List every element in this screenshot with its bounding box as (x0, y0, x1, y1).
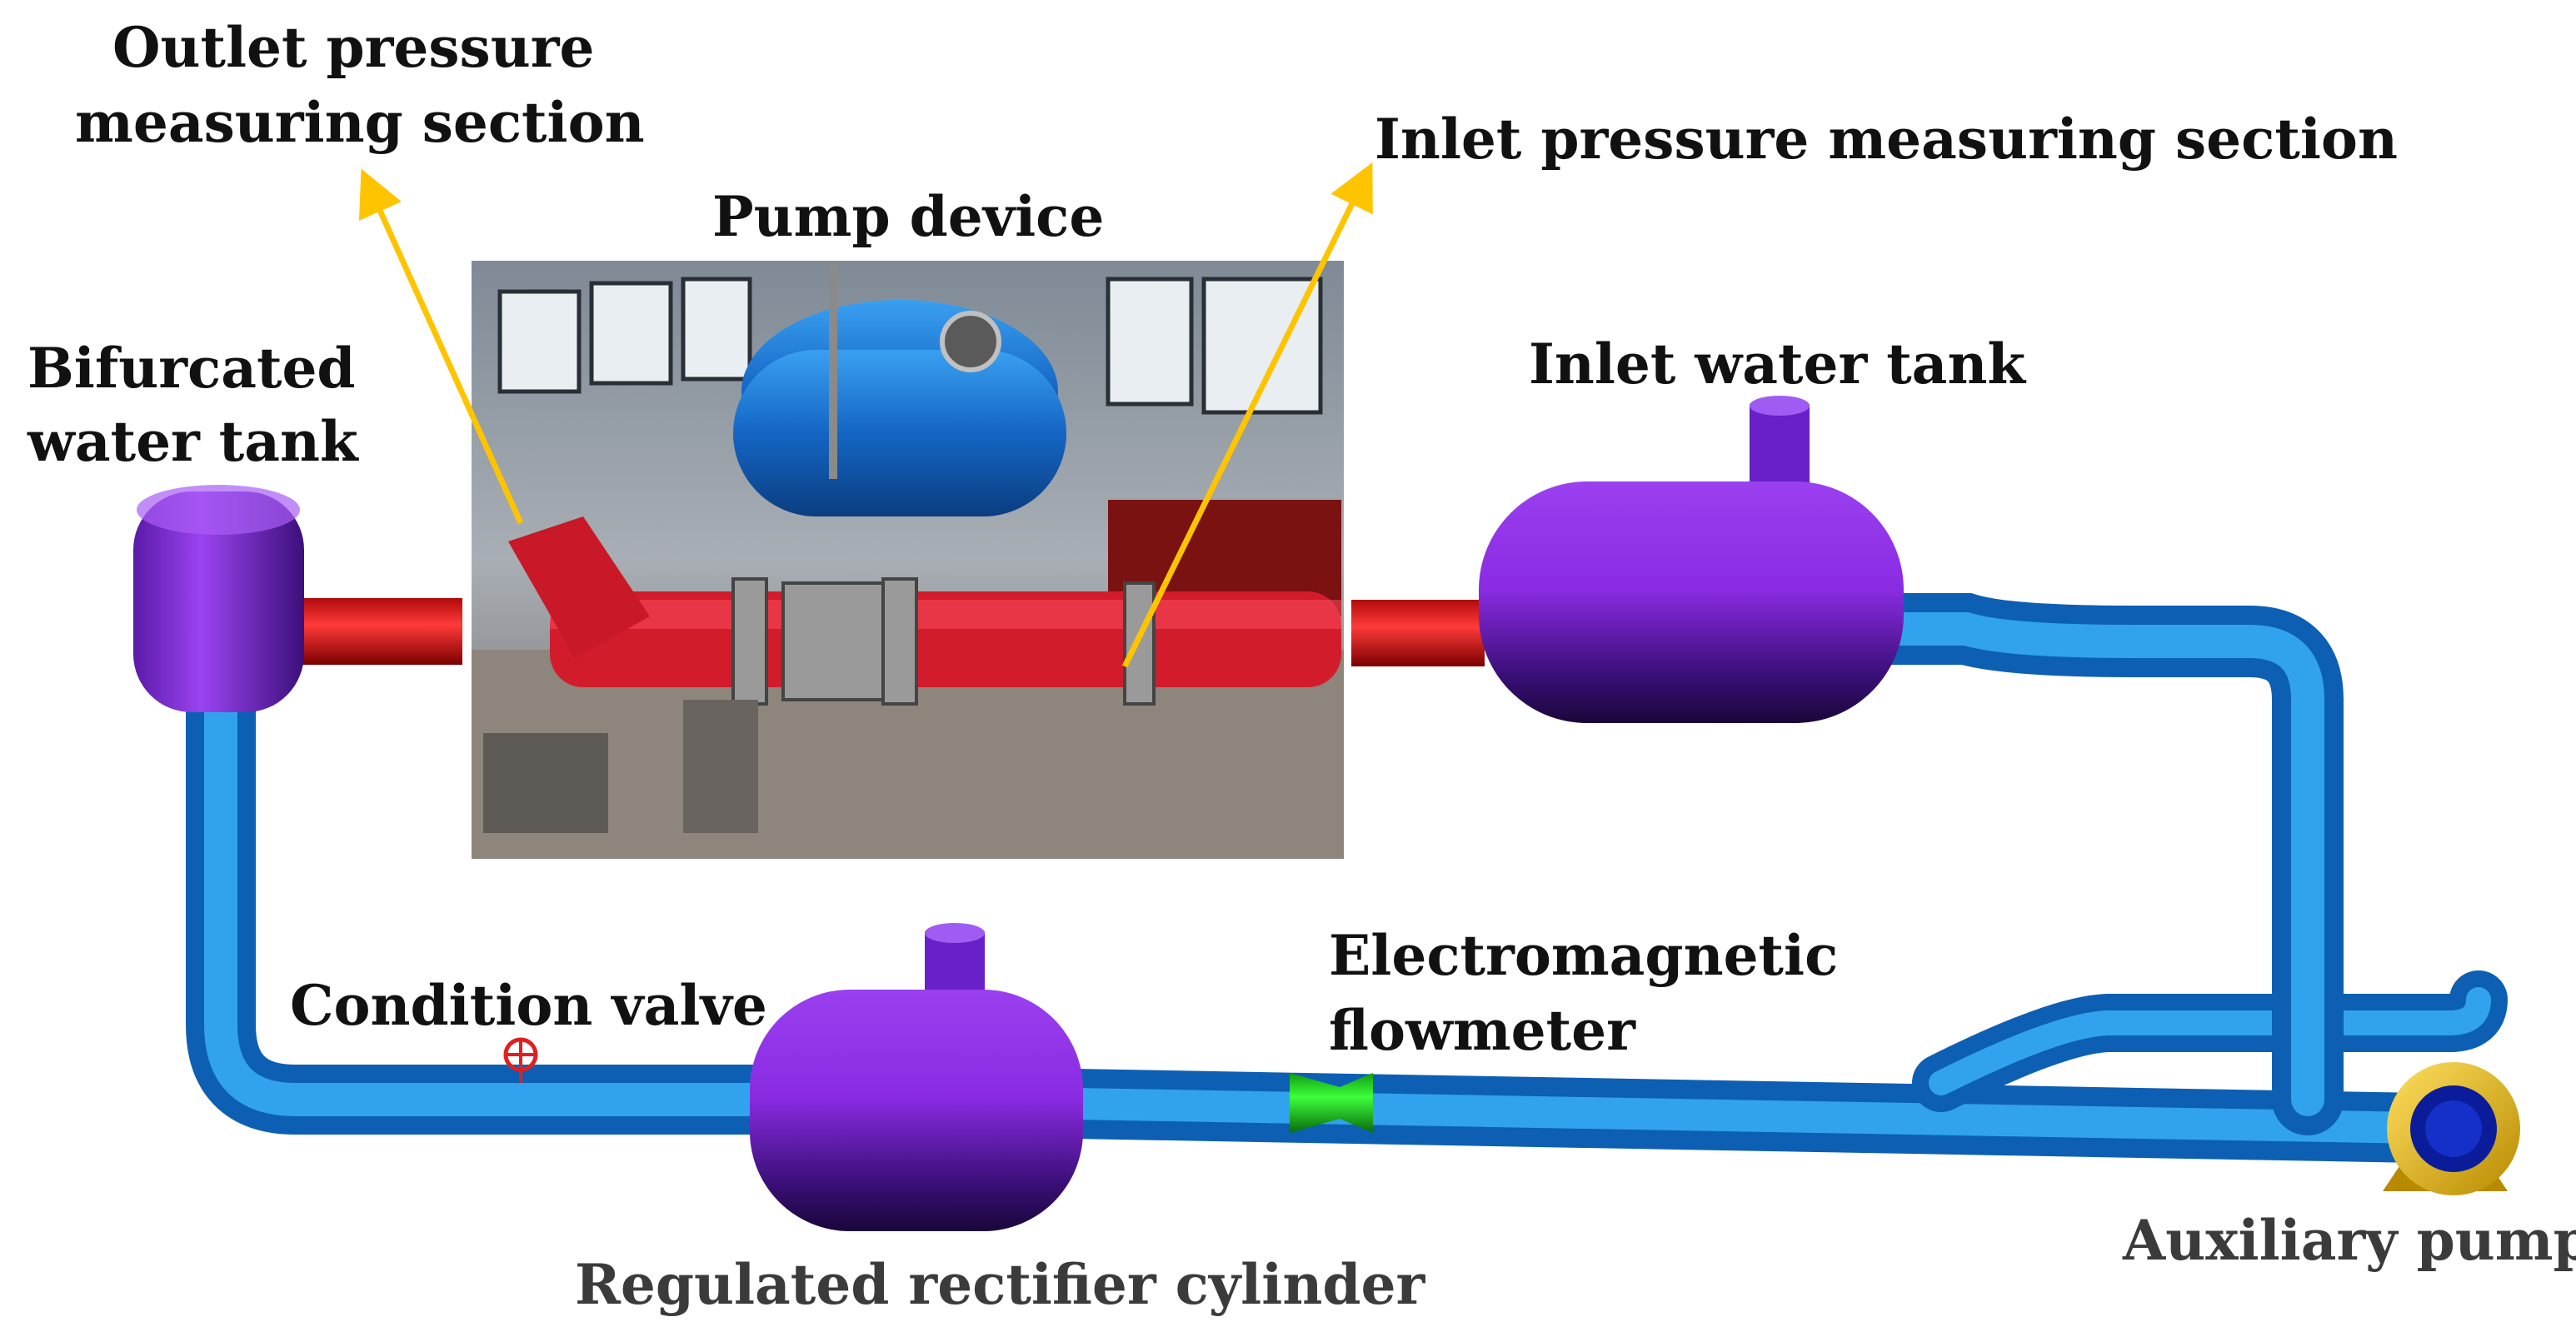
electromagnetic-flowmeter (1290, 1073, 1373, 1133)
inlet-water-tank (1479, 396, 1904, 723)
outlet-pressure-arrow (358, 168, 524, 525)
label-condition-valve: Condition valve (290, 973, 767, 1038)
label-inlet-tank: Inlet water tank (1529, 332, 2026, 397)
label-pump-device: Pump device (712, 184, 1104, 249)
label-flowmeter-line1: Electromagnetic (1329, 923, 1838, 988)
label-bifurcated-line2: water tank (27, 409, 359, 474)
label-bifurcated-line1: Bifurcated (27, 336, 356, 401)
label-aux-pump: Auxiliary pump (2122, 1208, 2576, 1273)
pump-device-photo (472, 261, 1344, 859)
bifurcated-water-tank (133, 485, 304, 712)
label-inlet-pressure: Inlet pressure measuring section (1375, 107, 2398, 172)
red-pipe-left (296, 598, 462, 665)
label-flowmeter-line2: flowmeter (1329, 998, 1636, 1063)
regulated-rectifier-cylinder (750, 923, 1083, 1231)
label-rectifier: Regulated rectifier cylinder (575, 1252, 1425, 1317)
inlet-pressure-arrow (1121, 162, 1373, 668)
condition-valve-icon (503, 1037, 538, 1083)
auxiliary-pump (2383, 1062, 2520, 1195)
red-pipe-right (1351, 600, 1485, 666)
label-outlet-line2: measuring section (75, 90, 645, 155)
label-outlet-line1: Outlet pressure (112, 15, 594, 80)
